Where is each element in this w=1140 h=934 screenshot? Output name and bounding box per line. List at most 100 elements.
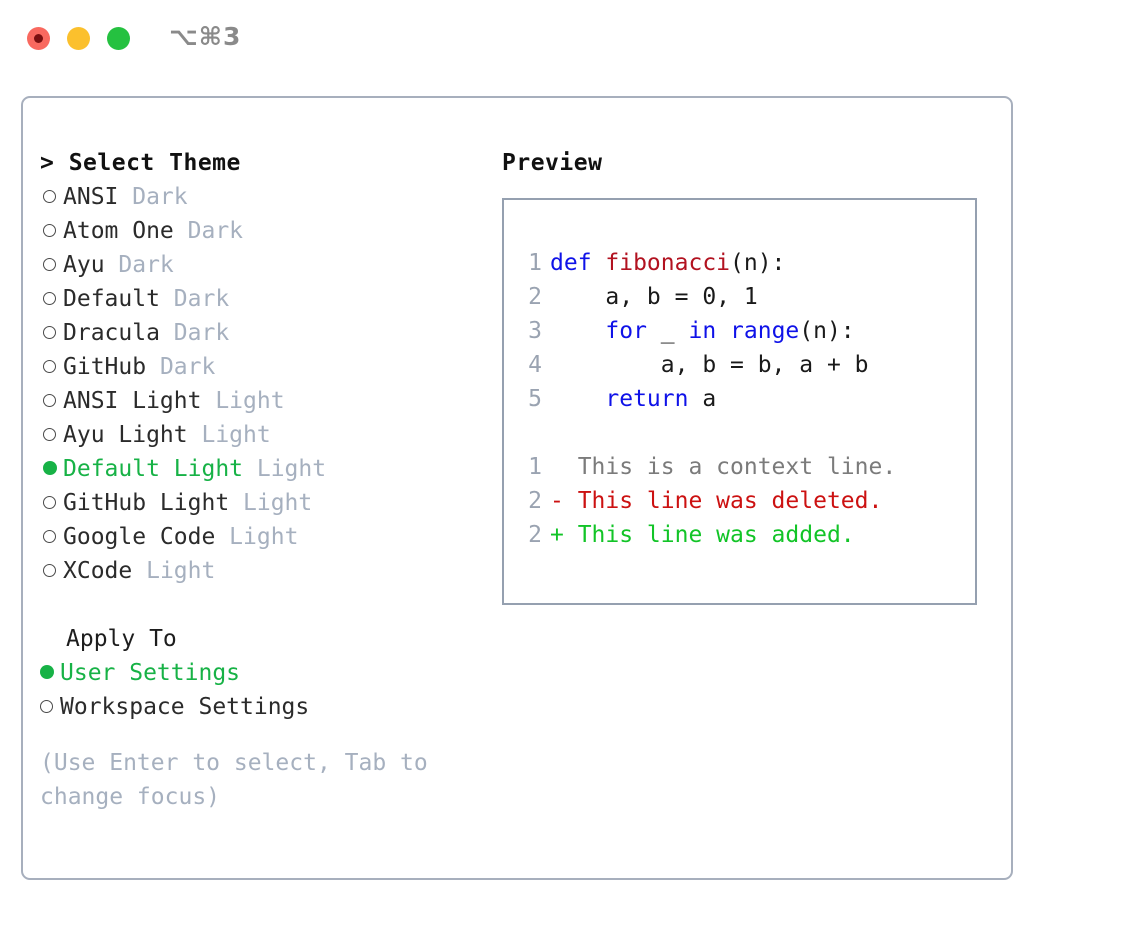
code-token — [550, 386, 605, 412]
apply-to-option-workspace-settings[interactable]: Workspace Settings — [40, 690, 480, 724]
theme-option-github[interactable]: GitHub Dark — [40, 350, 480, 384]
radio-unselected-icon — [43, 282, 63, 316]
theme-option-default-light[interactable]: Default Light Light — [40, 452, 480, 486]
radio-marker — [43, 394, 56, 407]
theme-option-kind: Dark — [118, 184, 188, 210]
line-number: 2 — [528, 522, 542, 548]
apply-to-label: Apply To — [66, 626, 177, 652]
radio-unselected-icon — [43, 520, 63, 554]
code-diff-separator — [516, 416, 965, 450]
code-token: a, b = 0, 1 — [550, 284, 758, 310]
line-number: 2 — [528, 488, 542, 514]
theme-option-default[interactable]: Default Dark — [40, 282, 480, 316]
radio-marker — [43, 224, 56, 237]
radio-marker — [43, 360, 56, 373]
code-line: 3 for _ in range(n): — [516, 314, 965, 348]
theme-option-kind: Light — [243, 456, 327, 482]
radio-marker — [43, 530, 56, 543]
code-token: (n): — [799, 318, 855, 344]
theme-option-label: Default Light — [63, 456, 244, 482]
theme-option-label: GitHub — [63, 354, 147, 380]
theme-option-kind: Light — [187, 422, 271, 448]
theme-option-atom-one[interactable]: Atom One Dark — [40, 214, 480, 248]
line-number: 2 — [528, 284, 542, 310]
theme-option-github-light[interactable]: GitHub Light Light — [40, 486, 480, 520]
diff-line-text: + This line was added. — [550, 522, 855, 548]
radio-unselected-icon — [43, 180, 63, 214]
theme-option-ansi[interactable]: ANSI Dark — [40, 180, 480, 214]
theme-option-dracula[interactable]: Dracula Dark — [40, 316, 480, 350]
theme-option-ayu-light[interactable]: Ayu Light Light — [40, 418, 480, 452]
radio-marker — [43, 258, 56, 271]
radio-unselected-icon — [43, 316, 63, 350]
theme-option-label: Ayu — [63, 252, 105, 278]
radio-marker — [43, 428, 56, 441]
theme-option-google-code[interactable]: Google Code Light — [40, 520, 480, 554]
radio-marker — [43, 292, 56, 305]
radio-unselected-icon — [43, 214, 63, 248]
diff-line: 2 + This line was added. — [516, 518, 965, 552]
radio-marker — [43, 496, 56, 509]
radio-unselected-icon — [43, 486, 63, 520]
apply-to-option-label: User Settings — [60, 660, 241, 686]
keyboard-shortcut-label: ⌥⌘3 — [169, 22, 242, 51]
minimize-window-button[interactable] — [67, 27, 90, 50]
theme-option-kind: Light — [201, 388, 285, 414]
theme-option-kind: Dark — [173, 218, 244, 244]
apply-to-option-user-settings[interactable]: User Settings — [40, 656, 480, 690]
theme-option-kind: Light — [215, 524, 299, 550]
code-token — [550, 318, 605, 344]
section-spacer — [40, 588, 480, 622]
title-bar: ⌥⌘3 — [0, 0, 1140, 78]
theme-option-kind: Light — [229, 490, 313, 516]
theme-option-xcode[interactable]: XCode Light — [40, 554, 480, 588]
theme-option-label: Dracula — [63, 320, 160, 346]
radio-unselected-icon — [43, 248, 63, 282]
theme-option-kind: Dark — [159, 286, 230, 312]
code-line: 2 a, b = 0, 1 — [516, 280, 965, 314]
theme-option-label: ANSI Light — [63, 388, 202, 414]
theme-option-label: ANSI — [63, 184, 119, 210]
theme-option-ansi-light[interactable]: ANSI Light Light — [40, 384, 480, 418]
close-window-button[interactable] — [27, 27, 50, 50]
theme-option-kind: Dark — [104, 252, 174, 278]
line-number: 1 — [528, 454, 542, 480]
line-number: 4 — [528, 352, 542, 378]
radio-unselected-icon — [43, 350, 63, 384]
radio-selected-icon — [43, 452, 63, 486]
code-token: return — [605, 386, 689, 412]
line-number: 5 — [528, 386, 542, 412]
line-number: 1 — [528, 250, 542, 276]
code-line: 5 return a — [516, 382, 965, 416]
theme-option-label: Ayu Light — [63, 422, 188, 448]
code-token: a, b = b, a + b — [550, 352, 869, 378]
diff-line-text: This is a context line. — [550, 454, 897, 480]
theme-option-label: Default — [63, 286, 160, 312]
theme-option-label: GitHub Light — [63, 490, 230, 516]
theme-option-ayu[interactable]: Ayu Dark — [40, 248, 480, 282]
radio-unselected-icon — [43, 554, 63, 588]
code-token: a — [688, 386, 717, 412]
theme-option-label: XCode — [63, 558, 133, 584]
theme-option-label: Google Code — [63, 524, 216, 550]
radio-marker — [43, 564, 56, 577]
code-token: def — [550, 250, 606, 276]
apply-to-option-label: Workspace Settings — [60, 694, 310, 720]
keyboard-hint-text: (Use Enter to select, Tab to change focu… — [40, 750, 428, 810]
diff-line-text: - This line was deleted. — [550, 488, 883, 514]
theme-option-label: Atom One — [63, 218, 174, 244]
maximize-window-button[interactable] — [107, 27, 130, 50]
diff-line: 1 This is a context line. — [516, 450, 965, 484]
code-token: in range — [688, 318, 800, 344]
theme-option-kind: Light — [132, 558, 216, 584]
preview-title: Preview — [502, 150, 603, 176]
code-token: _ — [646, 318, 689, 344]
theme-option-kind: Dark — [146, 354, 216, 380]
code-token: (n): — [730, 250, 786, 276]
